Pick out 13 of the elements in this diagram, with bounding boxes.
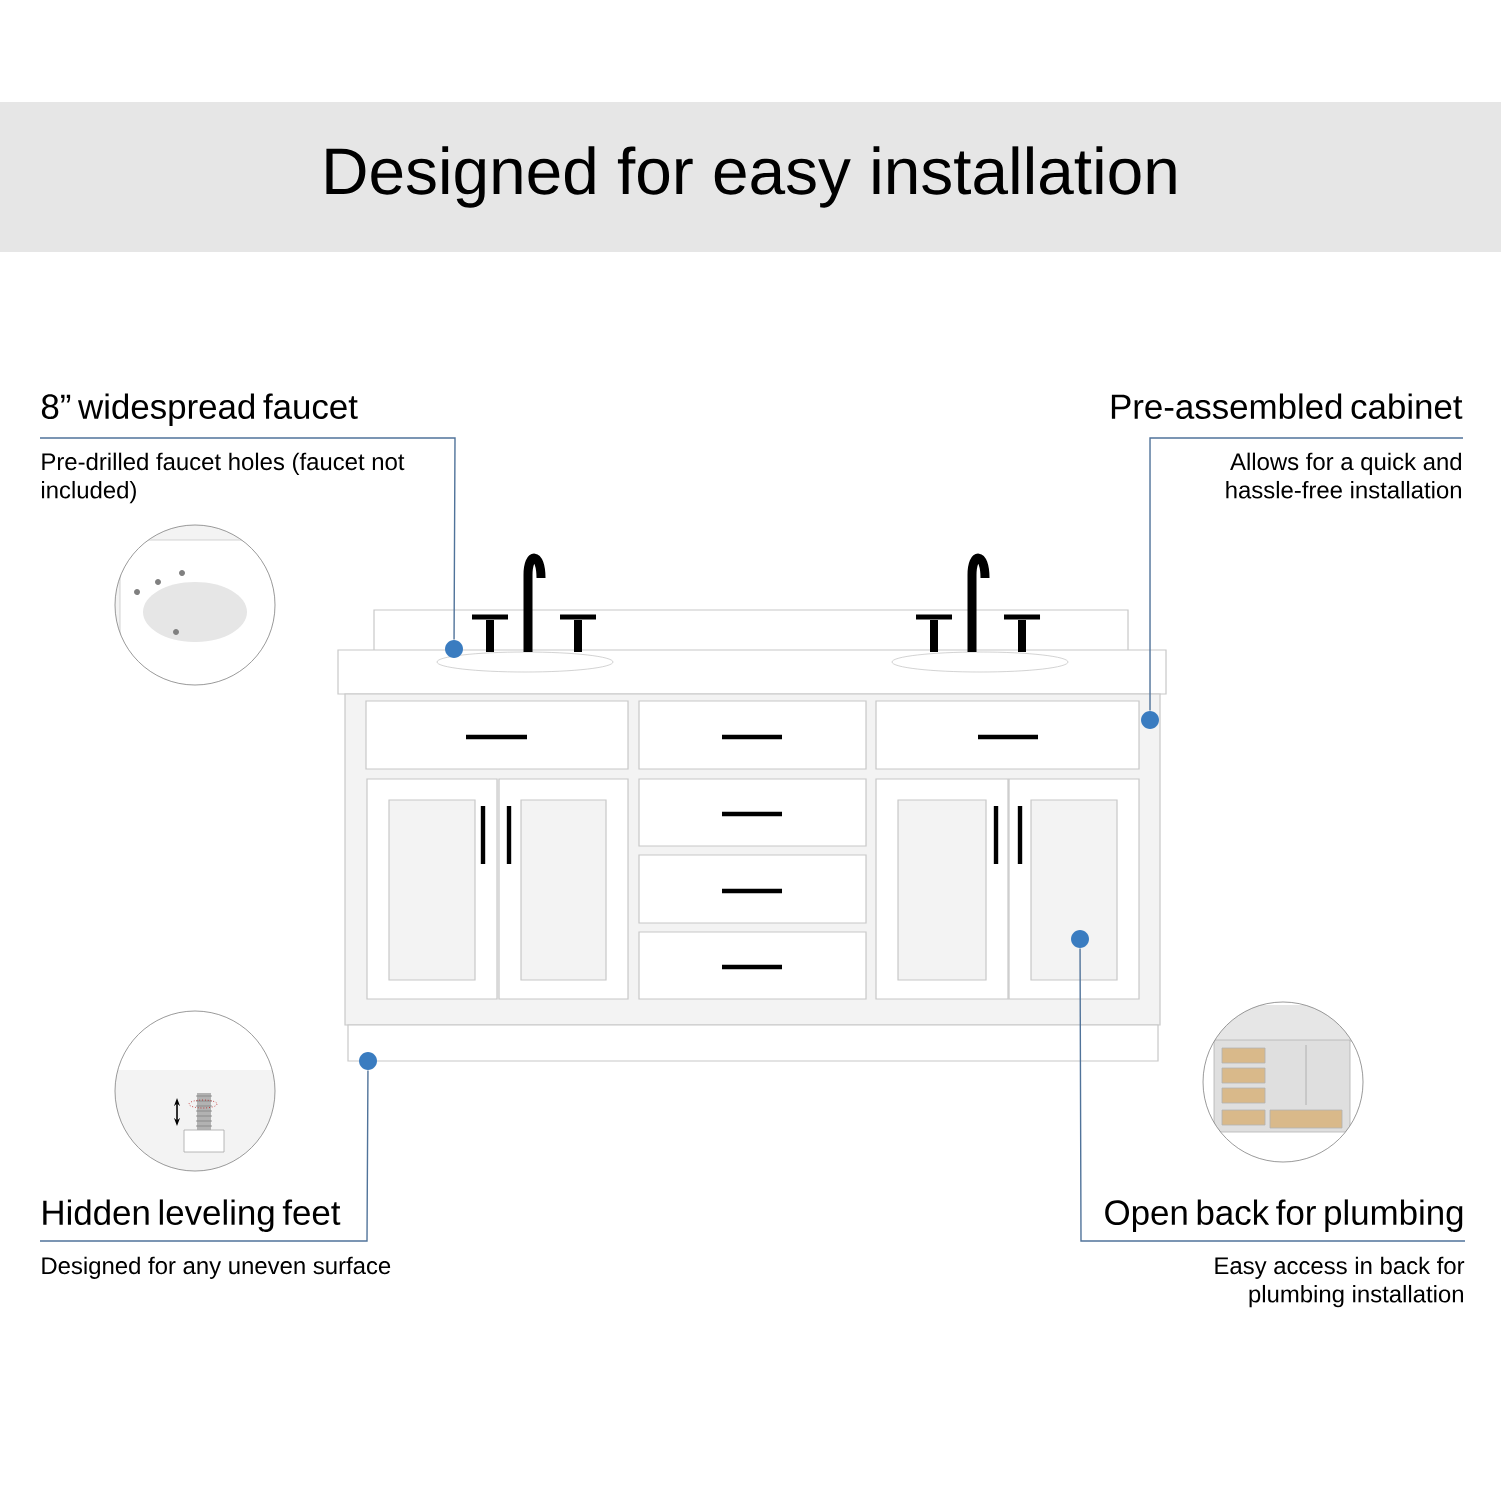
callout-text: Hidden leveling feet Designed for any uneven surface [42, 1199, 391, 1279]
marker-dot [1071, 930, 1089, 948]
callout-text: Pre-assembled cabinet Allows for a quick and hassle-free installation [1111, 393, 1463, 499]
title-banner: Designed for easy installation [0, 102, 1501, 252]
marker-dot [445, 640, 463, 658]
leader-line [39, 1069, 369, 1242]
marker-dot [1141, 711, 1159, 729]
callout-text: 8” widespread faucet Pre-drilled faucet holes (faucet not included) [41, 393, 405, 504]
leader-line [1079, 947, 1466, 1242]
callout-text: Open back for plumbing Easy access in back for plumbing installation [1105, 1199, 1465, 1308]
marker-dot [359, 1052, 377, 1070]
leader-line [39, 437, 456, 641]
leader-line [1149, 437, 1464, 712]
